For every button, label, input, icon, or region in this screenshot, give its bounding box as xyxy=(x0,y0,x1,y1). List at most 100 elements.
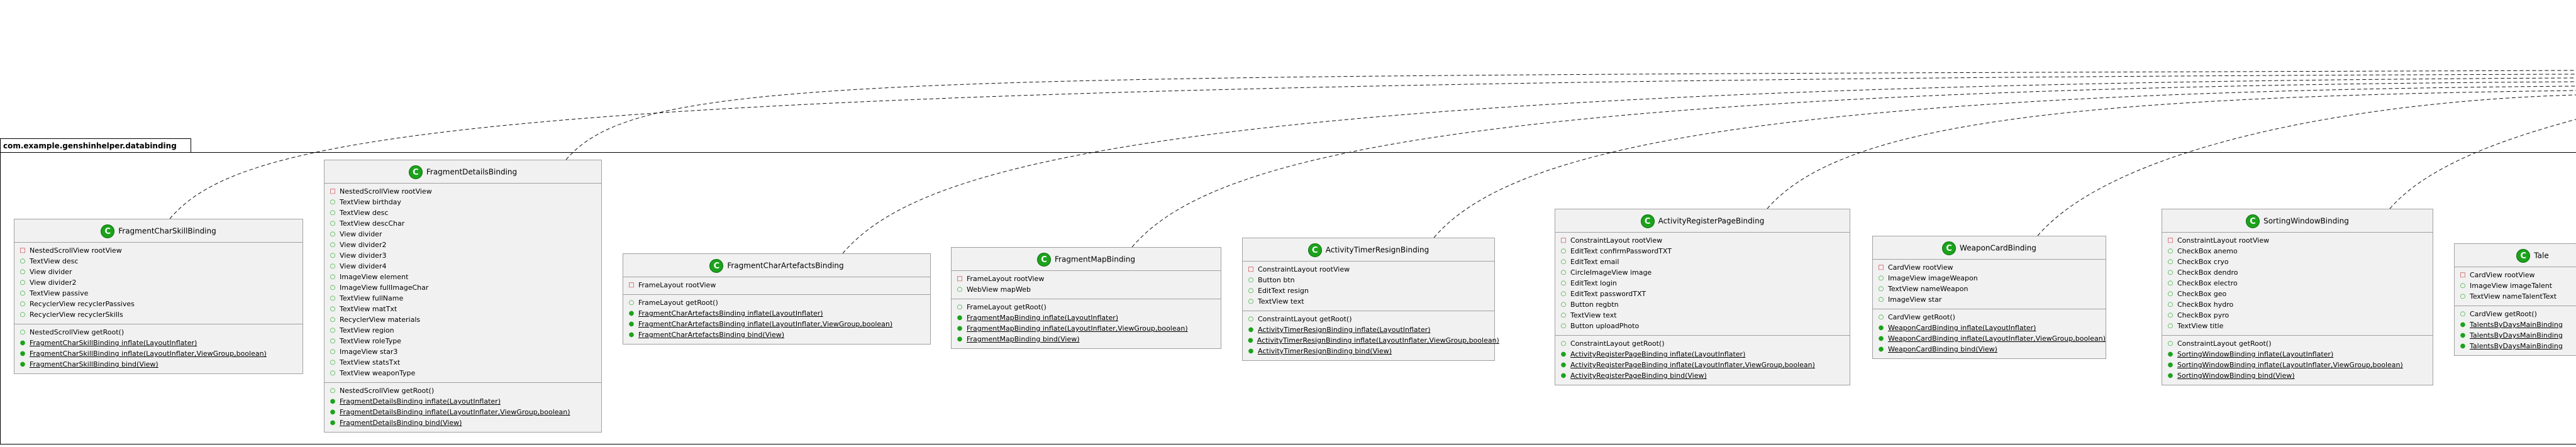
class-name: FragmentMapBinding xyxy=(1055,255,1135,264)
field-text: TextView desc xyxy=(340,209,389,217)
public-circle-icon: ○ xyxy=(330,199,336,206)
field-text: TextView nameWeapon xyxy=(1888,285,1968,293)
methods-section: ○ ConstraintLayout getRoot() ● ActivityTime… xyxy=(1243,311,1499,360)
method-row: ○ ConstraintLayout getRoot() xyxy=(1243,314,1494,324)
field-text: View divider2 xyxy=(340,241,387,249)
field-text: CircleImageView image xyxy=(1570,268,1652,277)
method-row: ●TalentsByDaysMainBinding xyxy=(2455,341,2576,351)
methods-section: ○NestedScrollView getRoot()●FragmentChar… xyxy=(14,324,303,373)
public-circle-icon: ○ xyxy=(2460,311,2466,317)
field-row: ○TextView text xyxy=(1243,296,1494,307)
field-row: ○CircleImageView image xyxy=(1555,267,1850,278)
field-text: CheckBox anemo xyxy=(2177,247,2238,255)
field-row: ○TextView nameTalentText xyxy=(2455,291,2576,302)
public-circle-icon: ○ xyxy=(2167,290,2174,297)
private-square-icon: □ xyxy=(1878,264,1884,271)
method-text: SortingWindowBinding inflate(LayoutInfla… xyxy=(2177,361,2403,369)
public-circle-icon: ● xyxy=(1560,351,1567,358)
field-row: □ConstraintLayout rootView xyxy=(2162,235,2433,246)
public-circle-icon: ○ xyxy=(19,329,26,336)
public-circle-icon: ○ xyxy=(957,304,963,311)
methods-section: ○CardView getRoot()●WeaponCardBinding in… xyxy=(1873,309,2106,358)
public-circle-icon: ○ xyxy=(330,306,336,312)
field-text: View divider xyxy=(30,268,72,276)
field-row: ○TextView statsTxt xyxy=(325,357,601,368)
method-text: FragmentCharSkillBinding bind(View) xyxy=(30,360,158,368)
public-circle-icon: ○ xyxy=(330,220,336,227)
public-circle-icon: ○ xyxy=(1560,312,1567,319)
field-text: Button uploadPhoto xyxy=(1570,322,1640,330)
field-row: ○CheckBox dendro xyxy=(2162,267,2433,278)
fields-section: □ConstraintLayout rootView○Button btn○Ed… xyxy=(1243,261,1494,311)
public-circle-icon: ○ xyxy=(1560,323,1567,329)
method-text: ActivityTimerResignBinding bind(View) xyxy=(1258,347,1392,355)
field-row: □FrameLayout rootView xyxy=(952,273,1221,284)
dependency-line xyxy=(842,77,2576,254)
field-row: ○TextView desc xyxy=(325,207,601,218)
public-circle-icon: ● xyxy=(1248,348,1254,355)
public-circle-icon: ● xyxy=(330,419,336,426)
public-circle-icon: ● xyxy=(1878,346,1884,353)
field-row: □CardView rootView xyxy=(2455,270,2576,280)
method-text: FrameLayout getRoot() xyxy=(967,303,1046,311)
methods-section: ○FrameLayout getRoot()●FragmentMapBindin… xyxy=(952,299,1221,348)
public-circle-icon: ● xyxy=(1560,372,1567,379)
method-row: ○ConstraintLayout getRoot() xyxy=(2162,338,2433,349)
field-text: RecyclerView recyclerPassives xyxy=(30,300,135,308)
field-text: NestedScrollView rootView xyxy=(30,246,122,255)
field-row: □NestedScrollView rootView xyxy=(325,186,601,197)
field-text: WebView mapWeb xyxy=(967,285,1031,294)
method-row: ●ActivityRegisterPageBinding bind(View) xyxy=(1555,370,1850,381)
field-text: RecyclerView recyclerSkills xyxy=(30,311,123,319)
field-row: ○RecyclerView recyclerPassives xyxy=(14,299,303,309)
field-text: TextView statsTxt xyxy=(340,358,401,367)
field-text: TextView descChar xyxy=(340,219,405,228)
field-row: ○WebView mapWeb xyxy=(952,284,1221,295)
field-text: TextView title xyxy=(2177,322,2224,330)
private-square-icon: □ xyxy=(2460,272,2466,279)
field-text: CheckBox hydro xyxy=(2177,301,2234,309)
dependency-line xyxy=(565,70,2576,160)
method-row: ●WeaponCardBinding bind(View) xyxy=(1873,344,2106,355)
public-circle-icon: ○ xyxy=(19,268,26,275)
field-text: CheckBox dendro xyxy=(2177,268,2238,277)
method-text: ConstraintLayout getRoot() xyxy=(1258,315,1352,323)
field-text: View divider4 xyxy=(340,262,387,270)
public-circle-icon: ○ xyxy=(1560,248,1567,255)
dependency-line xyxy=(1767,90,2576,209)
field-row: ○TextView nameWeapon xyxy=(1873,284,2106,294)
field-row: ○EditText confirmPasswordTXT xyxy=(1555,246,1850,257)
field-row: ○EditText resign xyxy=(1243,285,1494,296)
dependency-line xyxy=(2037,94,2576,236)
field-text: TextView text xyxy=(1258,297,1304,306)
method-text: SortingWindowBinding bind(View) xyxy=(2177,372,2295,380)
field-text: EditText passwordTXT xyxy=(1570,290,1646,298)
field-text: CheckBox cryo xyxy=(2177,258,2229,266)
public-circle-icon: ○ xyxy=(1248,316,1254,323)
public-circle-icon: ○ xyxy=(2460,293,2466,300)
method-text: FragmentCharSkillBinding inflate(LayoutI… xyxy=(30,350,267,358)
field-row: ○ View divider xyxy=(14,267,303,277)
methods-section: ○ConstraintLayout getRoot()●ActivityRegi… xyxy=(1555,335,1850,385)
field-text: ImageView star3 xyxy=(340,348,398,356)
field-row: ○TextView fullName xyxy=(325,293,601,304)
field-text: CheckBox pyro xyxy=(2177,311,2229,319)
public-circle-icon: ○ xyxy=(330,231,336,238)
field-row: □ConstraintLayout rootView xyxy=(1243,264,1494,275)
public-circle-icon: ○ xyxy=(330,338,336,345)
method-text: TalentsByDaysMainBinding xyxy=(2470,331,2563,339)
field-row: ○Button uploadPhoto xyxy=(1555,321,1850,331)
fields-section: □ConstraintLayout rootView ○ CheckBox anem… xyxy=(2162,232,2433,335)
methods-section: ○NestedScrollView getRoot()●FragmentDeta… xyxy=(325,382,601,432)
field-text: TextView passive xyxy=(30,289,89,297)
field-row: ○ImageView fullImageChar xyxy=(325,282,601,293)
field-row: ○Button regbtn xyxy=(1555,299,1850,310)
public-circle-icon: ○ xyxy=(330,370,336,377)
method-text: ConstraintLayout getRoot() xyxy=(1570,339,1665,348)
